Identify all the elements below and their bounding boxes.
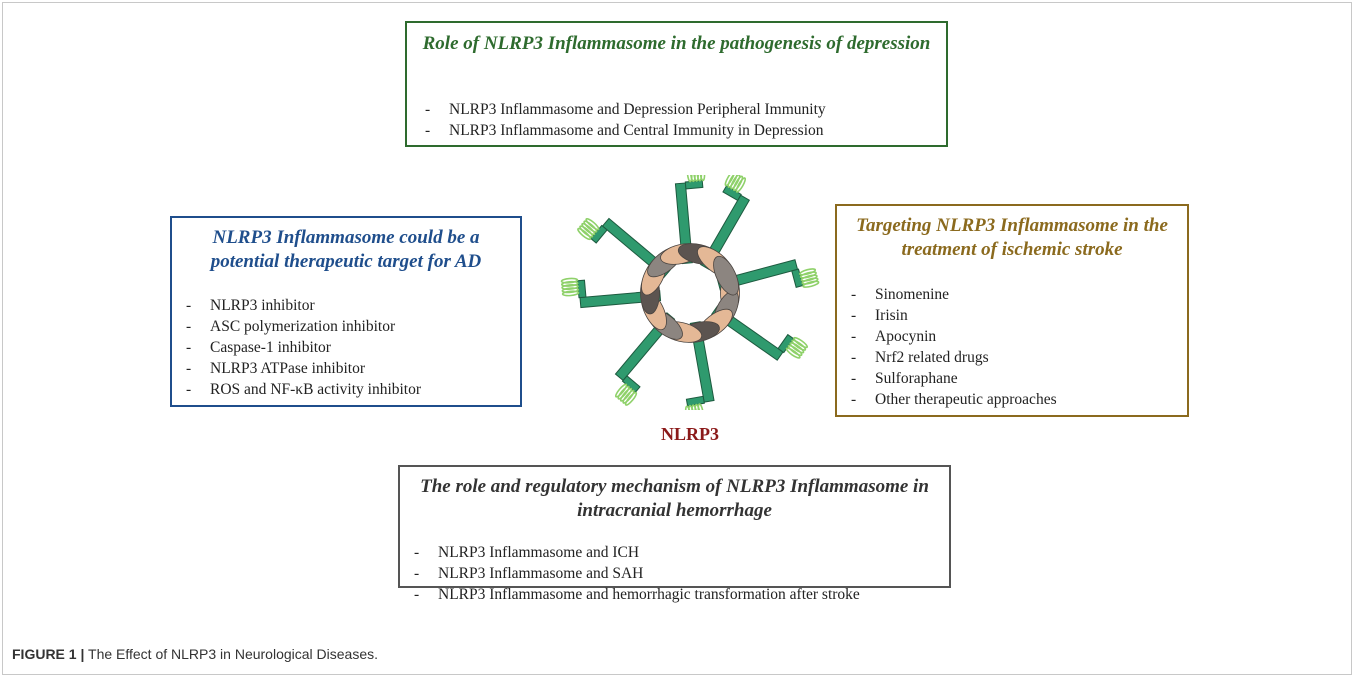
stroke-box-title: Targeting NLRP3 Inflammasome in the trea… — [856, 215, 1168, 260]
coil-loop — [692, 175, 699, 182]
coil-loop — [617, 385, 630, 400]
coil-loop — [787, 344, 803, 357]
coil-loop — [614, 383, 628, 398]
list-item: -Irisin — [851, 307, 908, 324]
list-item: -Nrf2 related drugs — [851, 349, 989, 366]
nlrp3-label: NLRP3 — [661, 424, 719, 444]
list-item: -Apocynin — [851, 328, 937, 345]
coil-loop — [619, 387, 633, 402]
figure-number: FIGURE 1 | — [12, 646, 85, 662]
coil-loop — [691, 404, 698, 410]
coil-loop — [696, 175, 703, 182]
list-item: -ROS and NF-κB activity inhibitor — [186, 381, 422, 398]
coil-loop — [785, 347, 801, 359]
coil-loop — [560, 280, 579, 287]
asc-coil-icon — [577, 217, 600, 241]
coil-loop — [732, 175, 744, 192]
list-item: -Other therapeutic approaches — [851, 391, 1057, 408]
list-item: -NLRP3 inhibitor — [186, 297, 315, 314]
depression-list: -NLRP3 Inflammasome and Depression Perip… — [425, 99, 826, 141]
coil-loop — [583, 220, 598, 233]
asc-coil-icon — [724, 175, 747, 193]
coil-loop — [684, 405, 692, 410]
coil-loop — [561, 290, 580, 297]
coil-loop — [793, 336, 809, 349]
list-item: -NLRP3 Inflammasome and ICH — [414, 544, 640, 561]
coil-loop — [799, 271, 817, 279]
depression-box: Role of NLRP3 Inflammasome in the pathog… — [405, 21, 948, 147]
asc-coil-icon — [785, 336, 809, 359]
ich-list: -NLRP3 Inflammasome and ICH -NLRP3 Infla… — [414, 542, 860, 605]
coil-loop — [686, 175, 693, 183]
figure-caption-text: The Effect of NLRP3 in Neurological Dise… — [88, 646, 379, 662]
asc-coil-icon — [686, 175, 706, 183]
list-item: -NLRP3 ATPase inhibitor — [186, 360, 366, 377]
list-item: -NLRP3 Inflammasome and Depression Perip… — [425, 101, 826, 118]
stroke-list: -Sinomenine -Irisin -Apocynin -Nrf2 rela… — [851, 284, 1057, 410]
list-item: -Sinomenine — [851, 286, 950, 303]
coil-loop — [579, 225, 594, 238]
depression-box-title: Role of NLRP3 Inflammasome in the pathog… — [422, 33, 931, 54]
coil-loop — [801, 277, 819, 285]
coil-loop — [622, 389, 635, 404]
asc-coil-icon — [560, 277, 580, 297]
coil-loop — [791, 339, 807, 351]
ich-box: The role and regulatory mechanism of NLR… — [398, 465, 951, 603]
coil-loop — [802, 280, 820, 288]
coil-loop — [699, 175, 706, 182]
coil-loop — [727, 175, 738, 188]
ad-box: NLRP3 Inflammasome could be a potential … — [170, 216, 522, 407]
coil-loop — [689, 175, 696, 183]
ad-box-title: NLRP3 Inflammasome could be a potential … — [210, 227, 482, 272]
coil-loop — [730, 175, 741, 190]
coil-loop — [798, 268, 817, 276]
asc-coil-icon — [798, 268, 820, 288]
coil-loop — [694, 403, 701, 410]
coil-loop — [624, 391, 638, 406]
coil-loop — [581, 222, 596, 236]
coil-loop — [561, 284, 579, 291]
ich-box-title: The role and regulatory mechanism of NLR… — [420, 476, 929, 521]
list-item: -Sulforaphane — [851, 370, 958, 387]
nlrp3-inflammasome-illustration — [560, 175, 820, 410]
coil-loop — [561, 287, 580, 294]
list-item: -NLRP3 Inflammasome and SAH — [414, 565, 644, 582]
coil-loop — [560, 277, 579, 284]
coil-loop — [585, 217, 600, 231]
coil-loop — [724, 175, 735, 187]
stroke-box: Targeting NLRP3 Inflammasome in the trea… — [835, 204, 1189, 417]
list-item: -NLRP3 Inflammasome and Central Immunity… — [425, 122, 824, 139]
coil-loop — [789, 342, 805, 354]
coil-loop — [735, 177, 747, 193]
asc-coil-icon — [684, 403, 705, 410]
ad-list: -NLRP3 inhibitor -ASC polymerization inh… — [186, 295, 421, 400]
list-item: -Caspase-1 inhibitor — [186, 339, 331, 356]
list-item: -NLRP3 Inflammasome and hemorrhagic tran… — [414, 586, 860, 603]
asc-coil-icon — [614, 383, 638, 406]
coil-loop — [688, 404, 695, 410]
coil-loop — [697, 403, 705, 410]
list-item: -ASC polymerization inhibitor — [186, 318, 396, 335]
figure-caption: FIGURE 1 | The Effect of NLRP3 in Neurol… — [12, 646, 378, 662]
coil-loop — [577, 227, 592, 241]
nlrp3-subunit — [713, 255, 739, 296]
coil-loop — [800, 274, 818, 282]
